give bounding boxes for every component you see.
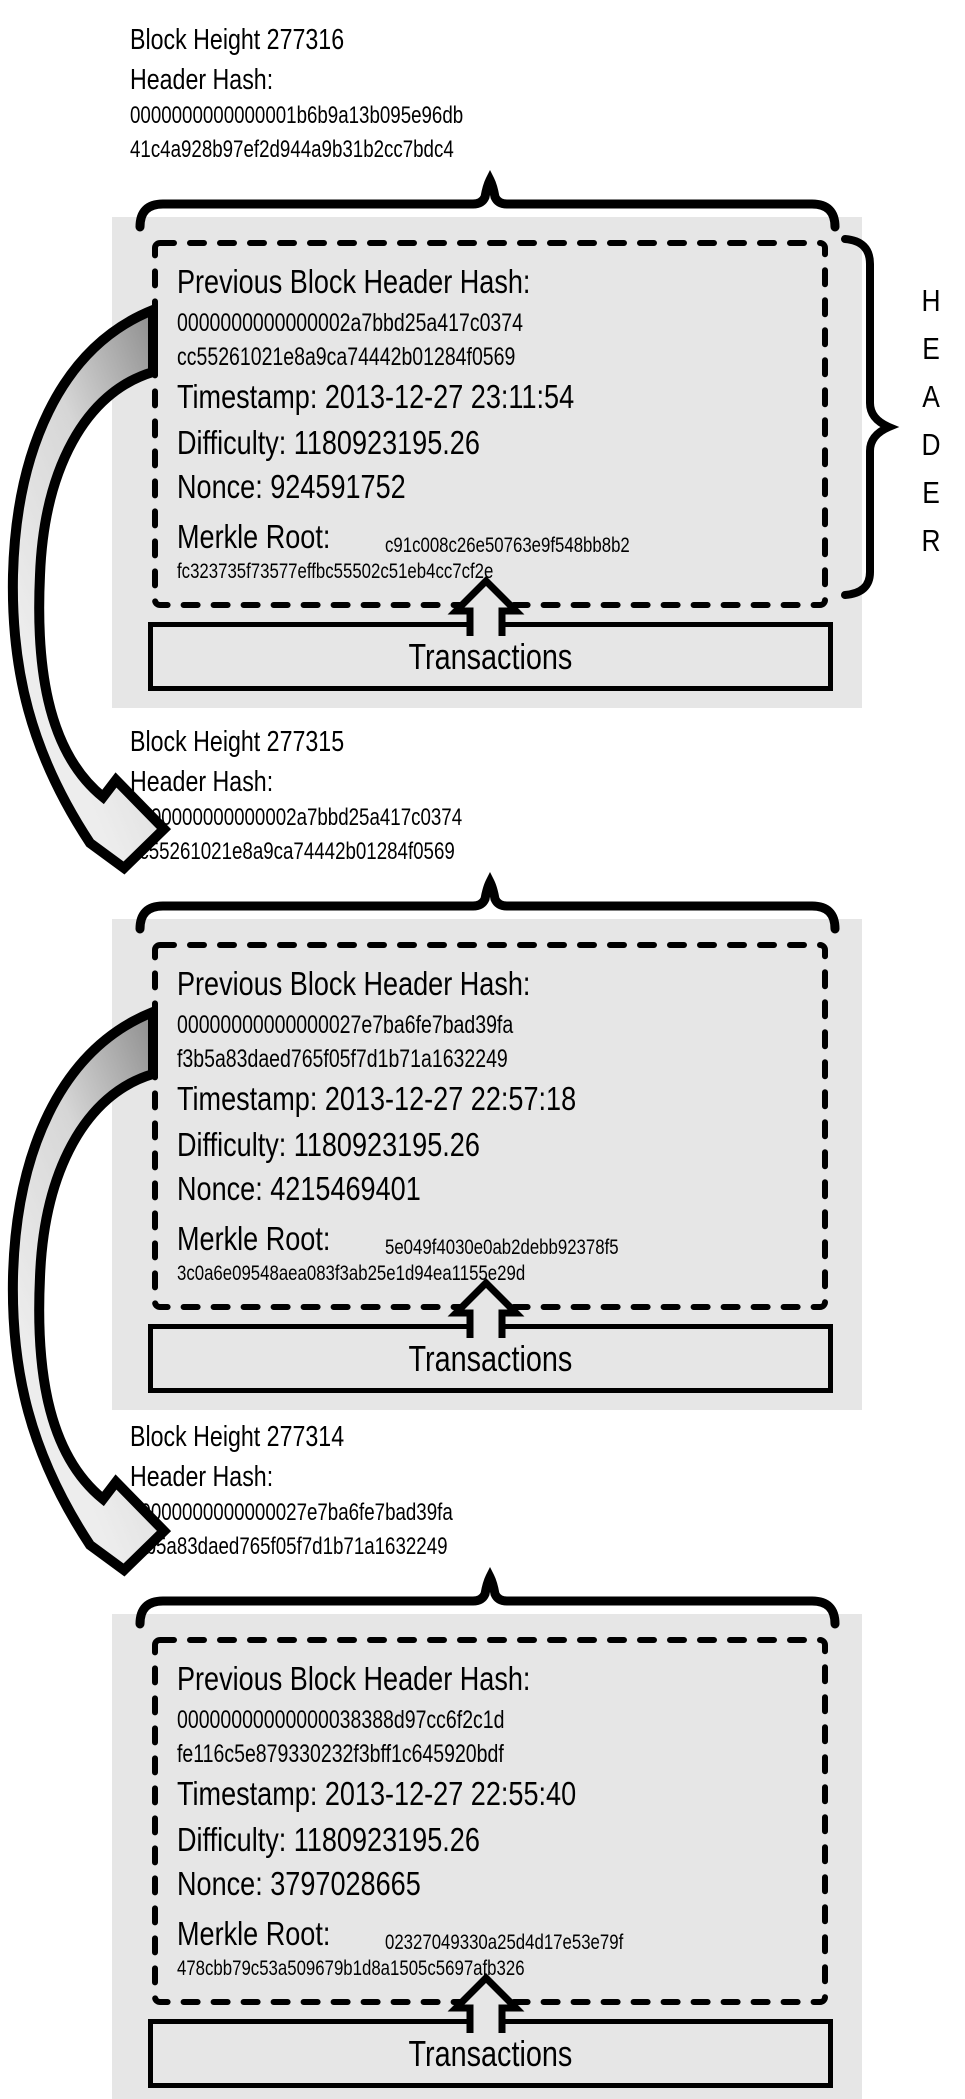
header-letter: R bbox=[921, 523, 941, 558]
timestamp-field: Timestamp: 2013-12-27 22:55:40 bbox=[177, 1775, 577, 1812]
nonce-field: Nonce: 3797028665 bbox=[177, 1865, 421, 1902]
header-hash-line1: 0000000000000002a7bbd25a417c0374 bbox=[130, 804, 463, 831]
difficulty-field: Difficulty: 1180923195.26 bbox=[177, 1126, 480, 1163]
header-letter: E bbox=[922, 331, 940, 366]
prev-hash-label: Previous Block Header Hash: bbox=[177, 1660, 531, 1697]
header-hash-line2: 41c4a928b97ef2d944a9b31b2cc7bdc4 bbox=[130, 136, 454, 163]
header-hash-title: Header Hash: bbox=[130, 1461, 274, 1493]
merkle-root-line2: fc323735f73577effbc55502c51eb4cc7cf2e bbox=[177, 560, 494, 583]
header-hash-line2: f3b5a83daed765f05f7d1b71a1632249 bbox=[130, 1533, 448, 1560]
header-hash-title: Header Hash: bbox=[130, 64, 274, 96]
timestamp-field: Timestamp: 2013-12-27 22:57:18 bbox=[177, 1080, 577, 1117]
header-letter: A bbox=[922, 379, 940, 414]
prev-hash-line2: fe116c5e879330232f3bff1c645920bdf bbox=[177, 1740, 504, 1768]
transactions-label: Transactions bbox=[408, 1337, 573, 1379]
prev-hash-line1: 00000000000000027e7ba6fe7bad39fa bbox=[177, 1011, 514, 1039]
block-group-277315: Block Height 277315 Header Hash: 0000000… bbox=[0, 702, 965, 1412]
header-hash-line2: cc55261021e8a9ca74442b01284f0569 bbox=[130, 838, 455, 865]
merkle-root-line2: 3c0a6e09548aea083f3ab25e1d94ea1155e29d bbox=[177, 1262, 526, 1285]
merkle-root-label: Merkle Root: bbox=[177, 1220, 331, 1257]
header-hash-line1: 0000000000000001b6b9a13b095e96db bbox=[130, 102, 464, 129]
block-group-277316: Block Height 277316 Header Hash: 0000000… bbox=[0, 0, 965, 710]
transactions-box: Transactions bbox=[148, 622, 833, 691]
prev-hash-line2: f3b5a83daed765f05f7d1b71a1632249 bbox=[177, 1045, 508, 1073]
prev-hash-line2: cc55261021e8a9ca74442b01284f0569 bbox=[177, 343, 516, 371]
block-height-label: Block Height 277314 bbox=[130, 1421, 345, 1453]
prev-hash-label: Previous Block Header Hash: bbox=[177, 965, 531, 1002]
merkle-root-label: Merkle Root: bbox=[177, 1915, 331, 1952]
transactions-label: Transactions bbox=[408, 635, 573, 677]
prev-hash-label: Previous Block Header Hash: bbox=[177, 263, 531, 300]
block-group-277314: Block Height 277314 Header Hash: 0000000… bbox=[0, 1397, 965, 2099]
merkle-root-line1: c91c008c26e50763e9f548bb8b2 bbox=[385, 534, 630, 557]
header-letter: H bbox=[921, 283, 941, 318]
merkle-root-line2: 478cbb79c53a509679b1d8a1505c5697afb326 bbox=[177, 1957, 525, 1980]
prev-hash-line1: 00000000000000038388d97cc6f2c1d bbox=[177, 1706, 505, 1734]
header-letter: D bbox=[921, 427, 941, 462]
difficulty-field: Difficulty: 1180923195.26 bbox=[177, 1821, 480, 1858]
prev-hash-line1: 0000000000000002a7bbd25a417c0374 bbox=[177, 309, 523, 337]
nonce-field: Nonce: 924591752 bbox=[177, 468, 406, 505]
merkle-root-line1: 5e049f4030e0ab2debb92378f5 bbox=[385, 1236, 619, 1259]
transactions-box: Transactions bbox=[148, 1324, 833, 1393]
block-height-label: Block Height 277315 bbox=[130, 726, 345, 758]
header-label: H E A D E R bbox=[912, 277, 950, 565]
merkle-root-label: Merkle Root: bbox=[177, 518, 331, 555]
transactions-box: Transactions bbox=[148, 2019, 833, 2088]
header-hash-line1: 00000000000000027e7ba6fe7bad39fa bbox=[130, 1499, 453, 1526]
block-height-label: Block Height 277316 bbox=[130, 24, 345, 56]
timestamp-field: Timestamp: 2013-12-27 23:11:54 bbox=[177, 378, 575, 415]
transactions-label: Transactions bbox=[408, 2032, 573, 2074]
header-hash-title: Header Hash: bbox=[130, 766, 274, 798]
nonce-field: Nonce: 4215469401 bbox=[177, 1170, 421, 1207]
header-letter: E bbox=[922, 475, 940, 510]
merkle-root-line1: 02327049330a25d4d17e53e79f bbox=[385, 1931, 624, 1954]
difficulty-field: Difficulty: 1180923195.26 bbox=[177, 424, 480, 461]
